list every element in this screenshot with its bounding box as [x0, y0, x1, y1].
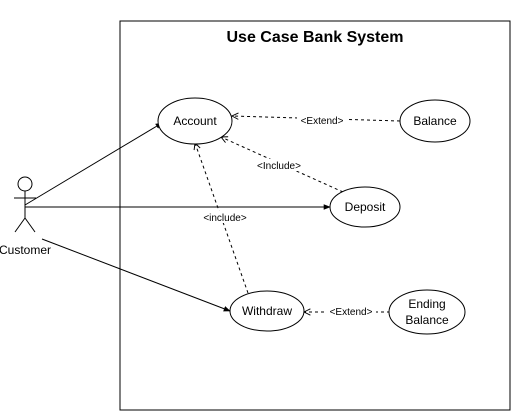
actor-customer: [14, 176, 36, 233]
use-case-account: Account: [157, 97, 233, 145]
use-case-ending-balance: Ending Balance: [388, 289, 466, 335]
include-deposit-account-label: <Include>: [257, 161, 301, 172]
use-case-ending-balance-label-line1: Ending: [408, 297, 445, 311]
actor-label: Customer: [0, 243, 51, 257]
extend-balance-account-label: <Extend>: [301, 116, 344, 127]
extend-ending-balance-withdraw-label: <Extend>: [330, 307, 373, 318]
system-boundary: [119, 20, 511, 411]
use-case-deposit: Deposit: [329, 186, 401, 228]
association-customer-account: [24, 122, 163, 206]
use-case-deposit-label: Deposit: [345, 200, 386, 214]
use-case-withdraw-label: Withdraw: [242, 304, 292, 318]
use-case-balance-label: Balance: [413, 114, 457, 128]
actor-head: [17, 176, 33, 192]
system-title: Use Case Bank System: [227, 29, 404, 46]
include-withdraw-account-label: <include>: [203, 213, 247, 224]
actor-left-leg: [14, 217, 26, 233]
association-customer-withdraw: [41, 238, 231, 312]
use-case-account-label: Account: [173, 114, 217, 128]
use-case-ending-balance-label-line2: Balance: [405, 313, 449, 327]
actor-right-leg: [24, 217, 36, 233]
use-case-balance: Balance: [399, 99, 471, 143]
use-case-withdraw: Withdraw: [229, 290, 305, 332]
